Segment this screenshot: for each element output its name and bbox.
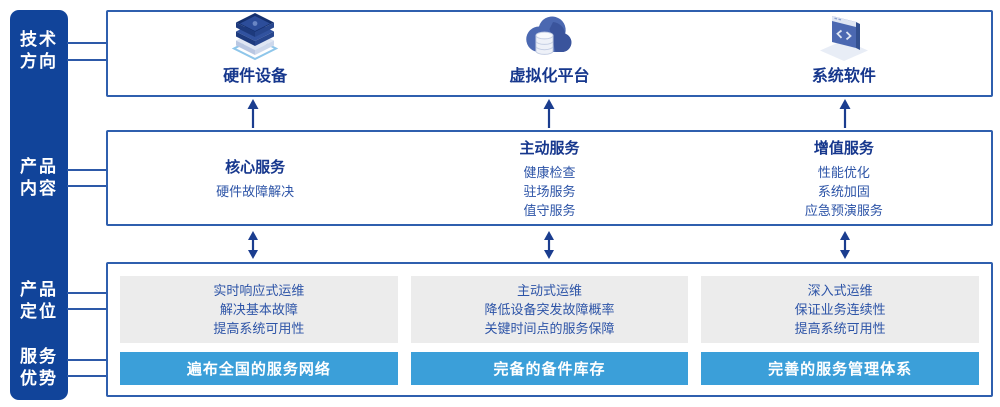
service-heading: 核心服务	[225, 158, 286, 176]
cloud-database-icon	[522, 11, 576, 61]
connector-line	[67, 308, 107, 310]
positioning-line: 主动式运维	[517, 283, 583, 298]
service-heading: 主动服务	[519, 139, 580, 157]
sidebar-label-line: 优势	[20, 369, 58, 388]
service-item: 应急预演服务	[804, 202, 883, 218]
sidebar-label-line: 定位	[20, 302, 58, 321]
sidebar-label-product-positioning: 产品 定位	[10, 279, 68, 323]
connector-line	[67, 359, 107, 361]
double-arrow-icon	[840, 231, 850, 259]
service-heading: 增值服务	[813, 139, 874, 157]
positioning-panel: 深入式运维 保证业务连续性 提高系统可用性	[701, 276, 980, 343]
product-content-box: 核心服务 硬件故障解决 主动服务 健康检查 驻场服务 值守服务 增值服务 性能优…	[106, 130, 993, 226]
tech-column-virtualization: 虚拟化平台	[402, 12, 696, 95]
tech-column-hardware: 硬件设备	[108, 12, 402, 95]
code-window-icon	[816, 9, 872, 61]
sidebar-label-line: 内容	[20, 179, 58, 198]
service-item: 性能优化	[817, 164, 870, 180]
double-arrow-icon	[248, 231, 258, 259]
product-positioning-box: 实时响应式运维 解决基本故障 提高系统可用性 遍布全国的服务网络 主动式运维 降…	[106, 262, 993, 397]
positioning-column-deep: 深入式运维 保证业务连续性 提高系统可用性 完善的服务管理体系	[701, 276, 980, 385]
advantage-bar: 完备的备件库存	[410, 352, 689, 385]
sidebar-label-service-advantage: 服务 优势	[10, 346, 68, 390]
category-sidebar: 技术 方向 产品 内容 产品 定位 服务 优势	[10, 10, 68, 400]
positioning-line: 解决基本故障	[219, 302, 298, 317]
tech-label-virtualization: 虚拟化平台	[509, 68, 590, 85]
service-item: 健康检查	[523, 164, 576, 180]
up-arrow-icon	[839, 99, 851, 128]
sidebar-label-line: 服务	[20, 347, 58, 366]
advantage-bar: 遍布全国的服务网络	[120, 352, 398, 385]
double-arrow-icon	[544, 231, 554, 259]
sidebar-label-line: 产品	[20, 157, 58, 176]
sidebar-label-tech-direction: 技术 方向	[10, 29, 68, 73]
service-item: 硬件故障解决	[216, 183, 295, 199]
positioning-line: 保证业务连续性	[794, 302, 886, 317]
positioning-line: 关键时间点的服务保障	[484, 321, 615, 336]
service-column-core: 核心服务 硬件故障解决	[108, 132, 402, 224]
sidebar-label-line: 方向	[20, 52, 58, 71]
service-column-value-added: 增值服务 性能优化 系统加固 应急预演服务	[697, 132, 991, 224]
positioning-column-realtime: 实时响应式运维 解决基本故障 提高系统可用性 遍布全国的服务网络	[120, 276, 398, 385]
tech-column-system-software: 系统软件	[697, 12, 991, 95]
positioning-line: 实时响应式运维	[213, 283, 305, 298]
positioning-panel: 主动式运维 降低设备突发故障概率 关键时间点的服务保障	[410, 276, 689, 343]
sidebar-label-line: 产品	[20, 280, 58, 299]
positioning-line: 降低设备突发故障概率	[484, 302, 615, 317]
connector-line	[67, 59, 107, 61]
positioning-panel: 实时响应式运维 解决基本故障 提高系统可用性	[120, 276, 398, 343]
tech-direction-box: 硬件设备 虚拟化平台	[106, 10, 993, 97]
connector-line	[67, 185, 107, 187]
up-arrow-icon	[543, 99, 555, 128]
service-item: 系统加固	[817, 183, 870, 199]
positioning-line: 提高系统可用性	[794, 321, 886, 336]
service-item: 值守服务	[523, 202, 576, 218]
sidebar-label-product-content: 产品 内容	[10, 156, 68, 200]
connector-line	[67, 292, 107, 294]
connector-line	[67, 375, 107, 377]
sidebar-label-line: 技术	[20, 30, 58, 49]
positioning-line: 深入式运维	[807, 283, 873, 298]
server-stack-icon	[229, 11, 281, 61]
advantage-bar: 完善的服务管理体系	[701, 352, 980, 385]
service-column-proactive: 主动服务 健康检查 驻场服务 值守服务	[402, 132, 696, 224]
connector-line	[67, 42, 107, 44]
positioning-column-proactive: 主动式运维 降低设备突发故障概率 关键时间点的服务保障 完备的备件库存	[410, 276, 689, 385]
up-arrow-icon	[247, 99, 259, 128]
connector-line	[67, 169, 107, 171]
positioning-line: 提高系统可用性	[213, 321, 305, 336]
tech-label-system-software: 系统软件	[811, 68, 876, 85]
tech-label-hardware: 硬件设备	[223, 68, 288, 85]
service-item: 驻场服务	[523, 183, 576, 199]
